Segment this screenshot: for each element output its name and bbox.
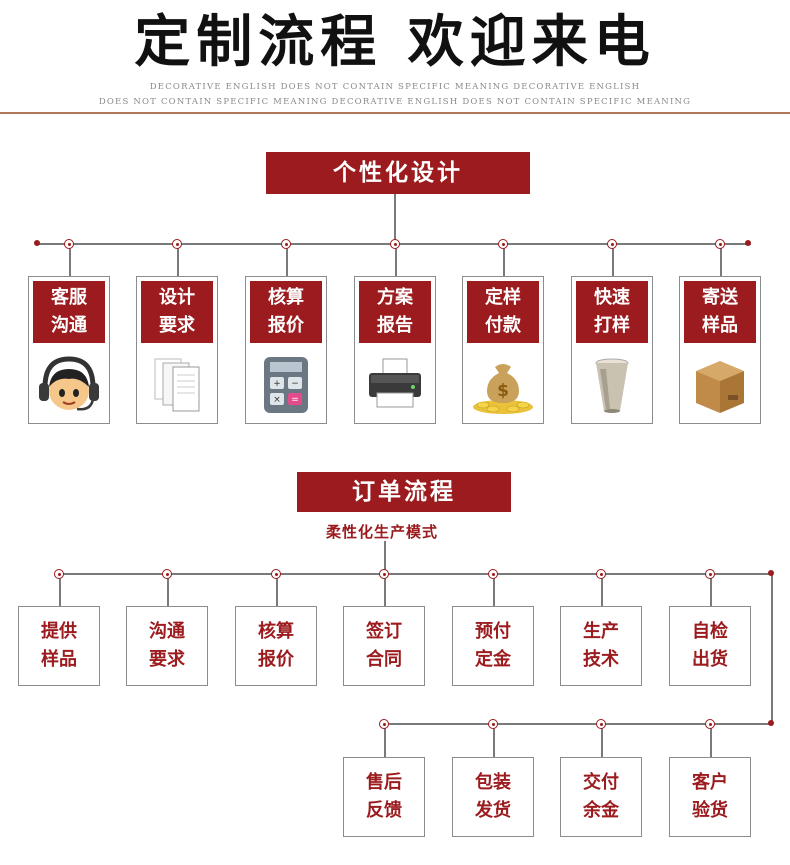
- design-timeline-node: [64, 239, 74, 249]
- design-step-label: 定样付款: [467, 281, 539, 343]
- design-step-card: 设计要求: [136, 276, 218, 424]
- design-step-stem: [177, 244, 179, 276]
- headset-support-icon: [33, 349, 105, 419]
- printer-icon: [359, 349, 431, 419]
- order-step-stem: [167, 574, 169, 606]
- design-step-stem: [503, 244, 505, 276]
- design-step-label: 寄送样品: [684, 281, 756, 343]
- design-timeline-node: [390, 239, 400, 249]
- order-step-box: 客户验货: [669, 757, 751, 837]
- design-timeline-start-dot: [34, 240, 40, 246]
- design-step-stem: [395, 244, 397, 276]
- design-step-label: 设计要求: [141, 281, 213, 343]
- design-step-label: 方案报告: [359, 281, 431, 343]
- order-step-box: 核算报价: [235, 606, 317, 686]
- decorative-text-line-2: DOES NOT CONTAIN SPECIFIC MEANING DECORA…: [98, 97, 692, 107]
- order-timeline-node: [271, 569, 281, 579]
- order-step-box: 沟通要求: [126, 606, 208, 686]
- order-timeline-node: [705, 569, 715, 579]
- order-step-stem: [601, 724, 603, 757]
- order-step-stem: [384, 574, 386, 606]
- order-timeline-node: [379, 569, 389, 579]
- design-step-card: 快速打样: [571, 276, 653, 424]
- design-step-card: 客服沟通: [28, 276, 110, 424]
- design-timeline-end-dot: [745, 240, 751, 246]
- order-timeline-corner-dot: [768, 720, 774, 726]
- sample-cup-icon: [576, 349, 648, 419]
- design-step-label: 快速打样: [576, 281, 648, 343]
- order-step-box: 交付余金: [560, 757, 642, 837]
- decorative-text-line-1: DECORATIVE ENGLISH DOES NOT CONTAIN SPEC…: [149, 82, 641, 92]
- order-step-stem: [59, 574, 61, 606]
- design-timeline-node: [281, 239, 291, 249]
- order-subtitle: 柔性化生产模式: [326, 523, 439, 541]
- order-timeline-turn: [771, 573, 773, 724]
- design-step-card: 方案报告: [354, 276, 436, 424]
- order-step-box: 预付定金: [452, 606, 534, 686]
- order-step-stem: [276, 574, 278, 606]
- shipping-box-icon: [684, 349, 756, 419]
- order-timeline-row-2: [383, 723, 772, 725]
- order-timeline-node: [488, 569, 498, 579]
- order-timeline-node: [162, 569, 172, 579]
- design-step-label: 客服沟通: [33, 281, 105, 343]
- design-step-card: 寄送样品: [679, 276, 761, 424]
- design-step-stem: [286, 244, 288, 276]
- order-step-box: 签订合同: [343, 606, 425, 686]
- order-step-stem: [493, 724, 495, 757]
- design-timeline-node: [172, 239, 182, 249]
- design-step-stem: [720, 244, 722, 276]
- design-connector-vertical: [394, 194, 396, 244]
- order-timeline-node: [488, 719, 498, 729]
- order-step-stem: [384, 724, 386, 757]
- order-step-box: 生产技术: [560, 606, 642, 686]
- design-step-card: 定样付款 $: [462, 276, 544, 424]
- money-bag-icon: $: [467, 349, 539, 419]
- order-step-box: 自检出货: [669, 606, 751, 686]
- svg-text:×: ×: [273, 395, 281, 405]
- svg-text:$: $: [497, 381, 509, 401]
- order-step-stem: [493, 574, 495, 606]
- order-connector-vertical: [384, 541, 386, 574]
- design-step-card: 核算报价 + − × =: [245, 276, 327, 424]
- header-divider: [0, 112, 790, 114]
- order-timeline-node: [596, 569, 606, 579]
- calculator-icon: + − × =: [250, 349, 322, 419]
- design-step-label: 核算报价: [250, 281, 322, 343]
- order-step-stem: [710, 724, 712, 757]
- design-timeline-node: [607, 239, 617, 249]
- design-step-stem: [69, 244, 71, 276]
- order-timeline-node: [705, 719, 715, 729]
- order-timeline-row-1: [58, 573, 771, 575]
- svg-text:−: −: [291, 379, 299, 389]
- documents-icon: [141, 349, 213, 419]
- order-section-banner: 订单流程: [297, 472, 511, 512]
- order-timeline-corner-dot: [768, 570, 774, 576]
- order-step-box: 售后反馈: [343, 757, 425, 837]
- svg-text:=: =: [291, 395, 299, 405]
- design-section-banner: 个性化设计: [266, 152, 530, 194]
- order-timeline-node: [54, 569, 64, 579]
- order-timeline-node: [379, 719, 389, 729]
- design-timeline-node: [498, 239, 508, 249]
- svg-text:+: +: [273, 379, 281, 389]
- order-step-box: 包装发货: [452, 757, 534, 837]
- order-step-stem: [710, 574, 712, 606]
- page-title: 定制流程 欢迎来电: [134, 10, 656, 75]
- order-step-box: 提供样品: [18, 606, 100, 686]
- design-timeline-node: [715, 239, 725, 249]
- order-timeline-node: [596, 719, 606, 729]
- order-step-stem: [601, 574, 603, 606]
- design-step-stem: [612, 244, 614, 276]
